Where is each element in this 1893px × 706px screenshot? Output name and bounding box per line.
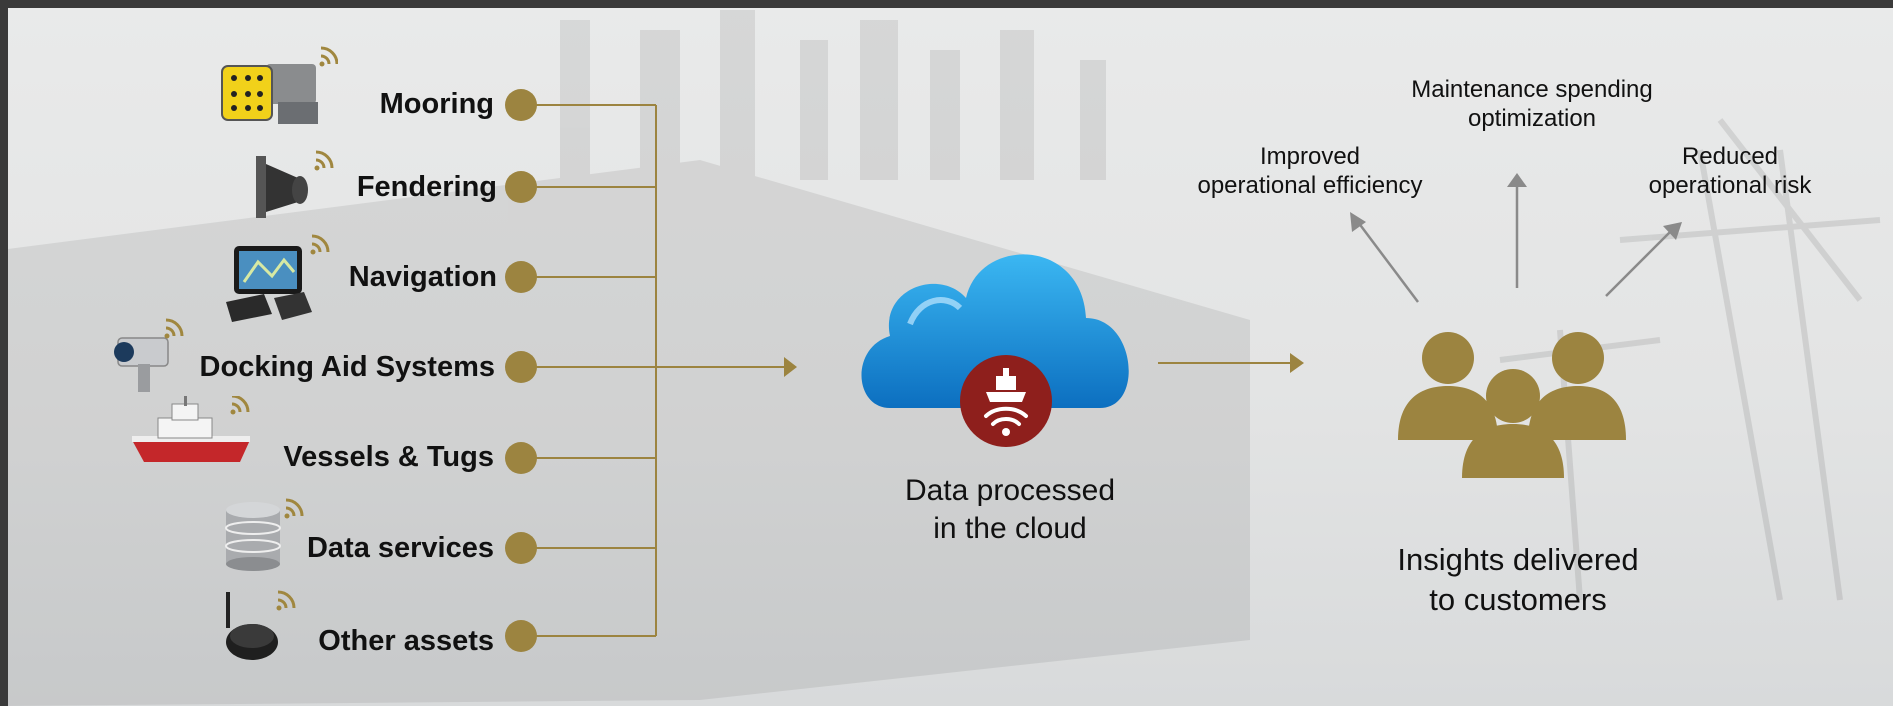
outcome-right-line1: Reduced [1681,143,1779,170]
laser-sensor-icon [114,318,184,392]
node-dot-vessels-tugs [505,442,537,474]
navigation-tablet-icon [226,234,330,322]
cloud-caption-line2: in the cloud [933,512,1087,545]
outcome-left-line1: Improved [1259,143,1361,170]
source-label-docking-aid-systems: Docking Aid Systems [199,351,495,383]
fender-icon [256,150,334,218]
source-label-data-services: Data services [306,532,494,564]
frame-border-left [0,0,8,706]
node-dot-other-assets [505,620,537,652]
frame-border-top [0,0,1893,8]
cloud-caption-line1: Data processed [904,474,1116,507]
arrow-outcome-right [1663,222,1682,240]
node-dot-navigation [505,261,537,293]
outcome-center-line2: optimization [1467,105,1597,132]
mooring-hook-icon [221,46,338,124]
arrow-to-cloud [784,357,797,377]
source-label-fendering: Fendering [356,171,497,203]
node-dot-data-services [505,532,537,564]
ship-wifi-icon [960,355,1052,447]
gateway-device-icon [226,590,296,660]
people-group-icon [1398,332,1626,478]
arrow-outcome-left [1350,212,1366,232]
database-icon [225,498,304,571]
outcome-left-line2: operational efficiency [1197,172,1423,199]
arrow-to-customers [1290,353,1304,373]
source-label-vessels-tugs: Vessels & Tugs [283,441,494,473]
outcome-center-line1: Maintenance spending [1411,76,1653,103]
tugboat-icon [132,396,250,462]
customers-caption-line1: Insights delivered [1397,542,1639,577]
node-dot-docking-aid-systems [505,351,537,383]
outcome-right-line2: operational risk [1648,172,1812,199]
customers-caption-line2: to customers [1429,582,1607,617]
node-dot-mooring [505,89,537,121]
source-label-other-assets: Other assets [318,625,494,657]
cloud-icon [861,254,1129,408]
source-label-mooring: Mooring [379,88,494,120]
node-dot-fendering [505,171,537,203]
arrow-outcome-center [1507,173,1527,187]
source-label-navigation: Navigation [348,261,497,293]
